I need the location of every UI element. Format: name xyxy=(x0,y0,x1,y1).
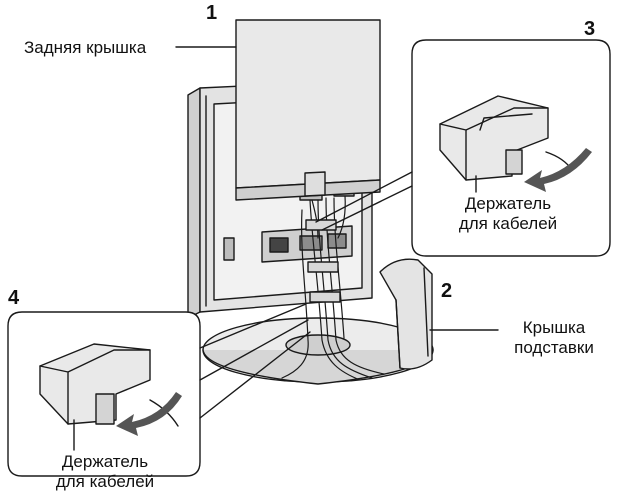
back-cover-part xyxy=(235,19,381,201)
cable-holder-label-3: Держатель для кабелей xyxy=(418,194,598,234)
cable-holder-illustration-3 xyxy=(439,95,573,181)
stand-cover-label-line1: Крышка xyxy=(522,318,586,337)
callout-number-1: 1 xyxy=(206,2,218,24)
stand-cover-part xyxy=(379,258,433,370)
callout-number-3: 3 xyxy=(584,18,596,40)
rotation-arrow-4 xyxy=(116,392,182,436)
stand-cover-label-line2: подставки xyxy=(514,338,594,357)
rotation-arrow-3 xyxy=(524,148,592,192)
callout-number-2: 2 xyxy=(441,280,453,302)
back-cover-label: Задняя крышка xyxy=(24,38,147,57)
stand-base xyxy=(202,317,434,385)
cable-holder-label-3-line2: для кабелей xyxy=(458,214,558,233)
callout-number-4: 4 xyxy=(8,287,20,309)
cable-holder-label-4-line2: для кабелей xyxy=(55,472,155,491)
stand-cover-label: Крышка подставки xyxy=(498,318,610,358)
cable-holder-label-4: Держатель для кабелей xyxy=(30,452,180,492)
cable-holder-label-4-line1: Держатель xyxy=(61,452,149,471)
cable-holder-illustration-4 xyxy=(39,343,179,427)
cable-holder-label-3-line1: Держатель xyxy=(464,194,552,213)
